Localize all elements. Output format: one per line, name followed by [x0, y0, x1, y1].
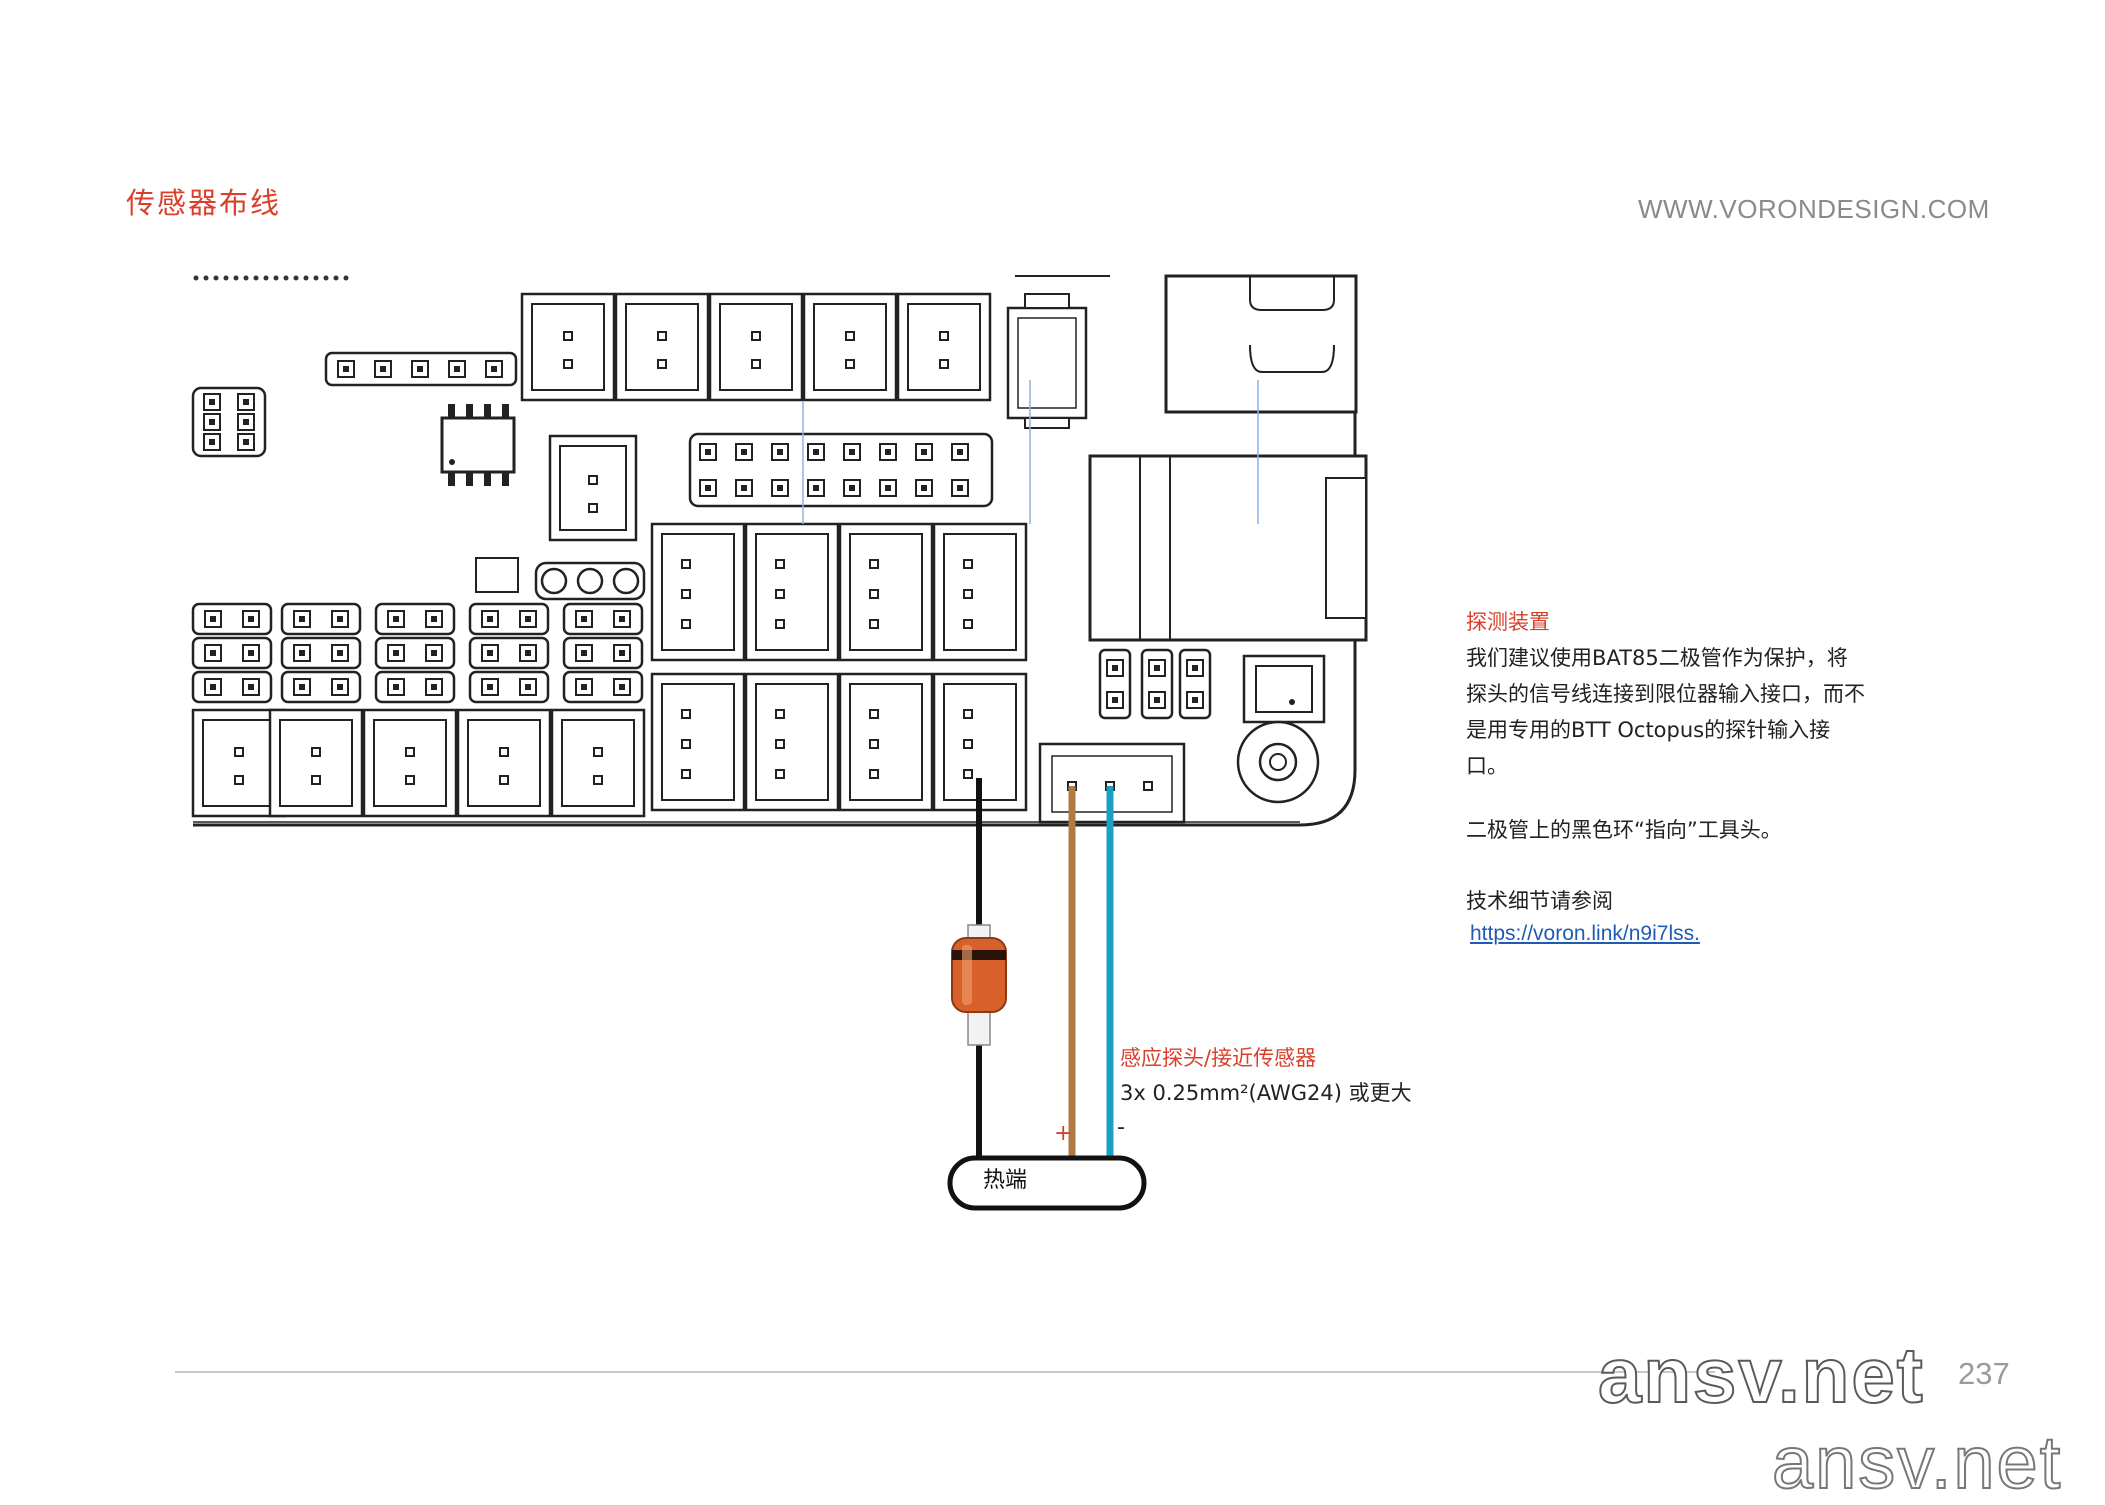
site-url: WWW.VORONDESIGN.COM: [1638, 194, 1990, 224]
page-title: 传感器布线: [126, 186, 282, 220]
hotend-box: [947, 1155, 1147, 1211]
bat85-diode: [951, 924, 1007, 1046]
page-number: 237: [1958, 1356, 2010, 1391]
probe-heading: 探测装置: [1466, 610, 1550, 634]
probe-sensor-label: 感应探头/接近传感器: [1120, 1046, 1317, 1070]
technical-details-link[interactable]: https://voron.link/n9i7lss.: [1470, 922, 1700, 945]
plus-label: +: [1054, 1121, 1073, 1146]
footer-divider: [175, 1371, 1715, 1373]
watermark-secondary: ansv.net: [1771, 1420, 2063, 1505]
wire-spec-label: 3x 0.25mm²(AWG24) 或更大: [1120, 1081, 1412, 1105]
hotend-label: 热端: [983, 1168, 1028, 1193]
minus-label: -: [1117, 1115, 1125, 1140]
technical-details-text: 技术细节请参阅: [1466, 889, 1613, 913]
diode-orientation-text: 二极管上的黑色环“指向”工具头。: [1466, 818, 1782, 842]
probe-recommendation-text: 我们建议使用BAT85二极管作为保护，将探头的信号线连接到限位器输入接口，而不是…: [1466, 646, 1865, 778]
watermark: ansv.net: [1597, 1330, 1925, 1420]
